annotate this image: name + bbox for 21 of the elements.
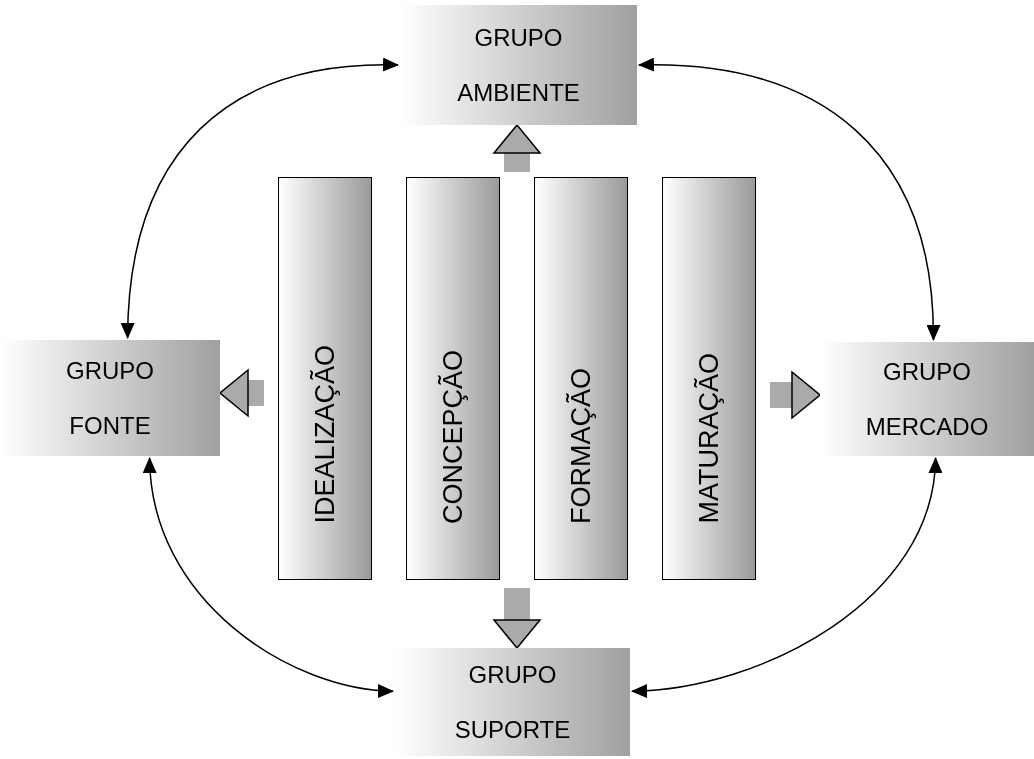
group-label: GRUPO FONTE xyxy=(65,356,155,441)
curved-arrow xyxy=(121,58,399,339)
group-label: GRUPO SUPORTE xyxy=(453,660,572,745)
group-box xyxy=(820,342,1034,456)
group-label: GRUPO MERCADO xyxy=(864,357,990,442)
group-label: GRUPO AMBIENTE xyxy=(456,23,581,108)
phase-label: FORMAÇÃO xyxy=(565,368,597,524)
block-arrow xyxy=(493,124,541,172)
phase-column xyxy=(406,177,500,580)
block-arrow xyxy=(770,371,821,419)
curved-arrow xyxy=(638,58,940,341)
curved-arrow xyxy=(631,457,941,698)
curved-arrow xyxy=(143,457,394,697)
phase-label: MATURAÇÃO xyxy=(693,353,725,524)
phase-column xyxy=(662,177,756,580)
phase-label: IDEALIZAÇÃO xyxy=(309,345,341,524)
phase-column xyxy=(278,177,372,580)
block-arrow xyxy=(493,588,541,649)
phase-column xyxy=(534,177,628,580)
block-arrow xyxy=(219,369,264,417)
phase-label: CONCEPÇÃO xyxy=(437,349,469,524)
